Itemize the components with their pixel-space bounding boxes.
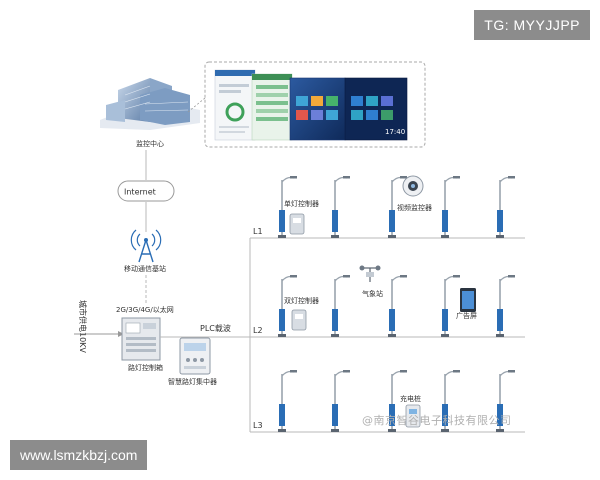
dashboard-clock: 17:40 bbox=[385, 128, 405, 136]
ad-screen-icon bbox=[460, 288, 476, 312]
streetlight-pole-icon bbox=[388, 176, 407, 238]
monitor-center-label: 监控中心 bbox=[136, 139, 164, 148]
streetlight-pole-icon bbox=[278, 176, 297, 238]
streetlight-pole-icon bbox=[331, 370, 350, 432]
streetlight-pole-icon bbox=[496, 370, 515, 432]
streetlight-pole-icon bbox=[441, 370, 460, 432]
streetlight-pole-icon bbox=[496, 176, 515, 238]
dashboard-panel bbox=[204, 61, 426, 148]
line-label-l2: L2 bbox=[253, 326, 263, 335]
streetlight-pole-icon bbox=[441, 275, 460, 337]
charging-pile-icon bbox=[405, 404, 421, 428]
cabinet-label: 路灯控制箱 bbox=[128, 363, 163, 372]
network-types-label: 2G/3G/4G/以太网 bbox=[116, 305, 174, 314]
internet-cloud-icon bbox=[117, 180, 175, 202]
streetlight-pole-icon bbox=[496, 275, 515, 337]
video-camera-icon bbox=[402, 175, 424, 197]
dashboard-screenshots: 17:40 bbox=[214, 69, 408, 141]
cell-tower-icon bbox=[130, 229, 162, 263]
building-icon bbox=[100, 78, 200, 130]
streetlight-poles bbox=[278, 176, 515, 432]
weather-station-label: 气象站 bbox=[362, 289, 383, 298]
line-label-l1: L1 bbox=[253, 227, 263, 236]
single-lamp-label: 单灯控制器 bbox=[284, 199, 319, 208]
site-watermark: www.lsmzkbzj.com bbox=[10, 440, 148, 470]
streetlight-pole-icon bbox=[441, 176, 460, 238]
streetlight-pole-icon bbox=[278, 275, 297, 337]
double-lamp-label: 双灯控制器 bbox=[284, 296, 319, 305]
streetlight-pole-icon bbox=[331, 275, 350, 337]
streetlight-pole-icon bbox=[331, 176, 350, 238]
ad-screen-label: 广告屏 bbox=[456, 311, 477, 320]
video-monitor-label: 视频监控器 bbox=[397, 203, 432, 212]
city-power-label: 城市供电10KV bbox=[78, 300, 88, 353]
base-station-label: 移动通信基站 bbox=[124, 264, 166, 273]
tg-watermark: TG: MYYJJPP bbox=[474, 10, 590, 40]
line-label-l3: L3 bbox=[253, 421, 263, 430]
charger-label: 充电桩 bbox=[400, 394, 421, 403]
streetlight-control-cabinet-icon bbox=[121, 317, 161, 361]
concentrator-label: 智慧路灯集中器 bbox=[168, 377, 217, 386]
plc-label: PLC载波 bbox=[200, 323, 231, 333]
double-lamp-controller-icon bbox=[291, 309, 307, 331]
streetlight-pole-icon bbox=[388, 275, 407, 337]
single-lamp-controller-icon bbox=[289, 213, 305, 235]
concentrator-icon bbox=[179, 337, 211, 375]
weather-station-icon bbox=[359, 265, 381, 282]
streetlight-pole-icon bbox=[388, 370, 407, 432]
internet-label: Internet bbox=[124, 188, 156, 197]
company-watermark: @南京智谷电子科技有限公司 bbox=[362, 414, 512, 427]
streetlight-pole-icon bbox=[278, 370, 297, 432]
